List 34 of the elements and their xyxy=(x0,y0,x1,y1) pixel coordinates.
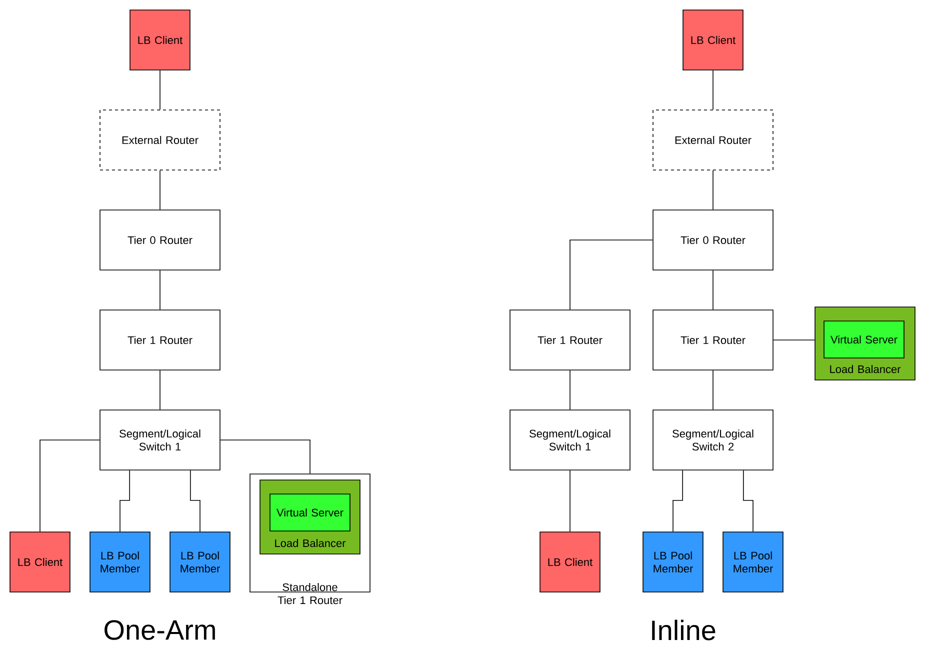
connector-line xyxy=(712,270,714,310)
pool-member-box: LB Pool Member xyxy=(722,532,784,592)
virtual-server-box: Virtual Server xyxy=(270,494,350,532)
router-box: External Router xyxy=(100,110,220,170)
connector-line xyxy=(570,240,654,310)
connector-line xyxy=(672,470,683,532)
router-box: External Router xyxy=(652,110,774,170)
connector-line xyxy=(712,370,714,410)
switch-box: Segment/Logical Switch 1 xyxy=(510,410,630,470)
switch-box: Segment/Logical Switch 1 xyxy=(100,410,220,470)
router-box: Tier 1 Router xyxy=(652,310,774,370)
connector-line xyxy=(220,440,310,474)
pool-member-box: LB Pool Member xyxy=(90,532,150,592)
connector-line xyxy=(712,170,714,210)
router-box: Tier 1 Router xyxy=(100,310,220,370)
router-box: Tier 0 Router xyxy=(100,210,220,270)
client-box: LB Client xyxy=(10,532,70,592)
client-box: LB Client xyxy=(130,10,190,70)
section-title: Inline xyxy=(652,620,716,640)
client-box: LB Client xyxy=(682,10,744,70)
router-box: Tier 1 Router xyxy=(510,310,630,370)
connector-line xyxy=(120,470,130,532)
section-title: One-Arm xyxy=(104,620,215,640)
connector-line xyxy=(40,440,100,532)
node-label: Tier 1 Router xyxy=(278,596,342,604)
connector-line xyxy=(743,470,754,532)
switch-box: Segment/Logical Switch 2 xyxy=(652,410,774,470)
pool-member-box: LB Pool Member xyxy=(170,532,230,592)
connector-line xyxy=(712,70,714,110)
pool-member-box: LB Pool Member xyxy=(642,532,704,592)
virtual-server-box: Virtual Server xyxy=(824,320,904,358)
connector-line xyxy=(190,470,200,532)
client-box: LB Client xyxy=(540,532,600,592)
router-box: Tier 0 Router xyxy=(652,210,774,270)
